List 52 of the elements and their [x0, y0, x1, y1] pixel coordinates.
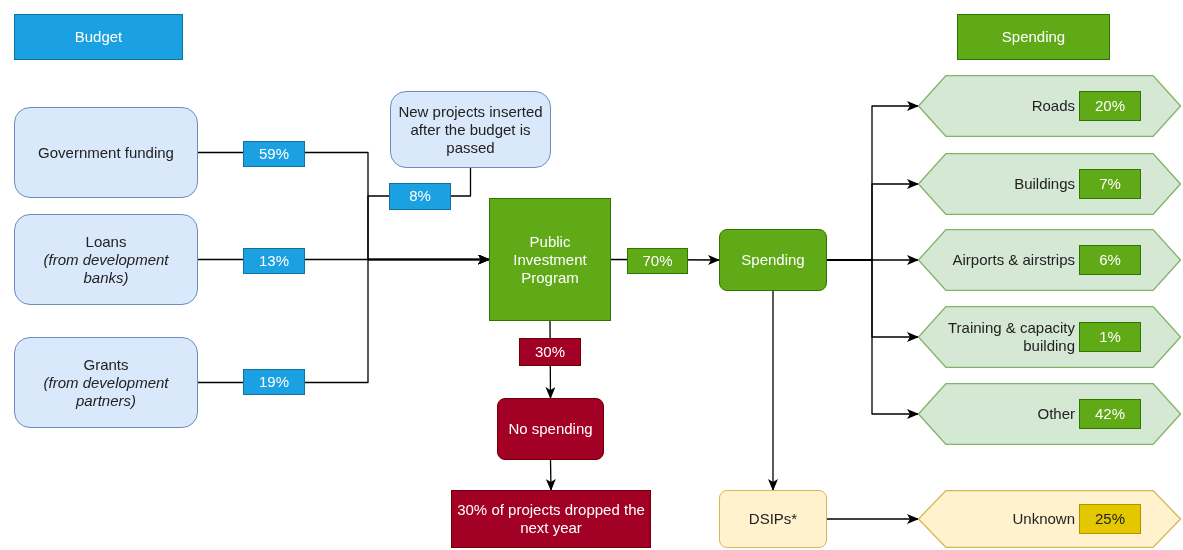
- box-label: Public Investment Program: [512, 232, 588, 287]
- box-label: Spending: [1001, 28, 1066, 46]
- category-label: Airports & airstrips: [952, 251, 1075, 269]
- edge-label: 13%: [243, 248, 305, 274]
- arrow: [826, 259, 919, 419]
- percent-badge: [1079, 91, 1141, 121]
- edge-label: 59%: [243, 141, 305, 167]
- category-label: Roads: [1031, 97, 1075, 115]
- program-box: [489, 198, 611, 321]
- source-box: [14, 214, 198, 305]
- arrow: [545, 459, 556, 491]
- box-label: Government funding: [38, 143, 174, 162]
- box-label: 30% of projects dropped the next year: [456, 501, 646, 537]
- category-label: Training & capacity building: [947, 319, 1075, 355]
- box-label: Spending: [741, 251, 805, 269]
- header-box: [957, 14, 1110, 60]
- box-label: 6%: [1099, 251, 1121, 269]
- edge-label: 19%: [243, 369, 305, 395]
- header-box: [14, 14, 183, 60]
- arrow: [768, 290, 778, 491]
- category-label: Unknown: [1012, 510, 1075, 528]
- percent-badge: [1079, 322, 1141, 352]
- spending-box: [719, 229, 827, 291]
- box-label: 42%: [1095, 405, 1125, 423]
- box-label: Grants: [83, 355, 129, 374]
- percent-badge: [1079, 245, 1141, 275]
- category-label: Other: [1037, 405, 1075, 423]
- box-label: DSIPs*: [748, 510, 798, 528]
- percent-badge: [1079, 504, 1141, 534]
- outcome-box: [451, 490, 651, 548]
- box-label: 25%: [1095, 510, 1125, 528]
- source-box: [14, 337, 198, 428]
- source-box: [14, 107, 198, 198]
- box-label: (from development banks): [42, 250, 170, 287]
- box-label: Budget: [74, 28, 123, 46]
- box-label: No spending: [508, 420, 593, 438]
- edge-label: 70%: [627, 248, 688, 274]
- source-box: [390, 91, 551, 168]
- box-label: 7%: [1099, 175, 1121, 193]
- percent-badge: [1079, 169, 1141, 199]
- box-label: New projects inserted after the budget is passed: [397, 102, 544, 157]
- edge-label: 30%: [519, 338, 581, 366]
- box-label: Loans: [85, 232, 127, 251]
- arrow: [826, 514, 919, 524]
- box-label: 1%: [1099, 328, 1121, 346]
- box-label: (from development partners): [42, 373, 170, 410]
- percent-badge: [1079, 399, 1141, 429]
- category-label: Buildings: [1014, 175, 1075, 193]
- no-spending-box: [497, 398, 604, 460]
- edge-label: 8%: [389, 183, 451, 210]
- box-label: 20%: [1095, 97, 1125, 115]
- dsips-box: [719, 490, 827, 548]
